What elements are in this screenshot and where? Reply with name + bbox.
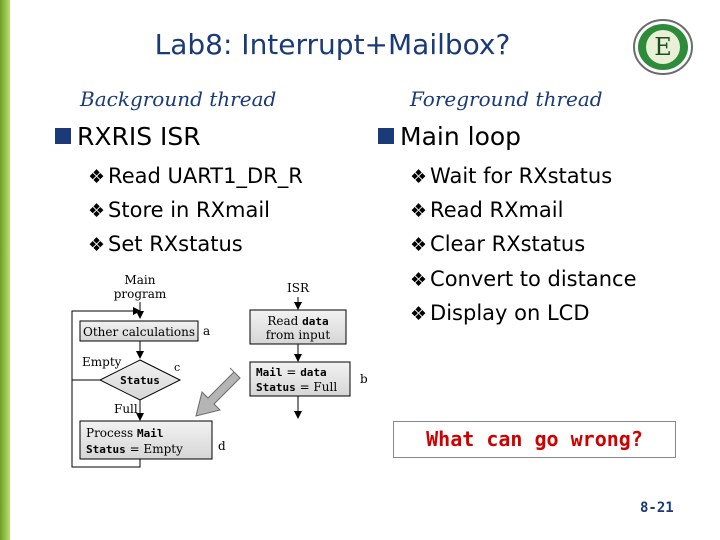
other-calculations-box [79, 320, 199, 342]
label-d: d [218, 439, 226, 453]
slide-title: Lab8: Interrupt+Mailbox? [154, 28, 511, 61]
main-loop-label: Main loop [400, 122, 522, 151]
rxris-isr-heading: RXRIS ISR [55, 122, 201, 151]
other-calculations-label: Other calculations [83, 325, 195, 339]
diamond-bullet-icon: ❖ [410, 166, 428, 188]
mail-update-box [249, 361, 351, 397]
status-decision-label: Status [120, 374, 160, 387]
left-item: ❖Read UART1_DR_R [88, 164, 303, 188]
empty-label: Empty [82, 355, 122, 369]
process-mail-box [79, 420, 213, 460]
left-item: ❖Store in RXmail [88, 198, 271, 222]
rxris-isr-label: RXRIS ISR [77, 122, 201, 151]
read-data-label: Read data [267, 314, 328, 328]
diamond-bullet-icon: ❖ [410, 269, 428, 291]
right-item: ❖Display on LCD [410, 301, 590, 325]
interrupt-arrow-icon [195, 367, 241, 417]
square-bullet-icon [55, 128, 71, 144]
diamond-bullet-icon: ❖ [410, 234, 428, 256]
background-thread-heading: Background thread [80, 87, 277, 111]
left-item: ❖Set RXstatus [88, 232, 243, 256]
diamond-bullet-icon: ❖ [88, 166, 106, 188]
foreground-thread-heading: Foreground thread [410, 87, 603, 111]
process-mail-label: Process Mail [86, 426, 164, 440]
status-full-label: Status = Full [256, 380, 337, 394]
label-b: b [360, 372, 368, 386]
sidebar-accent [0, 0, 10, 540]
label-c: c [174, 361, 180, 374]
logo-e-icon: E [633, 19, 693, 75]
mail-data-label: Mail = data [256, 365, 327, 379]
process-status-label: Status = Empty [86, 442, 183, 456]
main-loop-heading: Main loop [378, 122, 521, 151]
diamond-bullet-icon: ❖ [88, 234, 106, 256]
main-program-label: program [114, 287, 167, 301]
right-item: ❖Convert to distance [410, 267, 637, 291]
diamond-bullet-icon: ❖ [88, 200, 106, 222]
isr-label: ISR [287, 281, 310, 295]
right-item: ❖Read RXmail [410, 198, 564, 222]
square-bullet-icon [378, 128, 394, 144]
right-item: ❖Wait for RXstatus [410, 164, 613, 188]
page-number: 8-21 [640, 500, 674, 516]
full-label: Full [114, 402, 138, 416]
main-program-label: Main [124, 273, 155, 287]
right-item: ❖Clear RXstatus [410, 232, 586, 256]
from-input-label: from input [266, 328, 331, 342]
what-can-go-wrong-callout: What can go wrong? [393, 421, 676, 458]
mailbox-flow-diagram: Main program Other calculations a Status… [71, 273, 368, 468]
label-a: a [203, 324, 210, 338]
logo-letter: E [654, 33, 672, 61]
diamond-bullet-icon: ❖ [410, 303, 428, 325]
diamond-bullet-icon: ❖ [410, 200, 428, 222]
